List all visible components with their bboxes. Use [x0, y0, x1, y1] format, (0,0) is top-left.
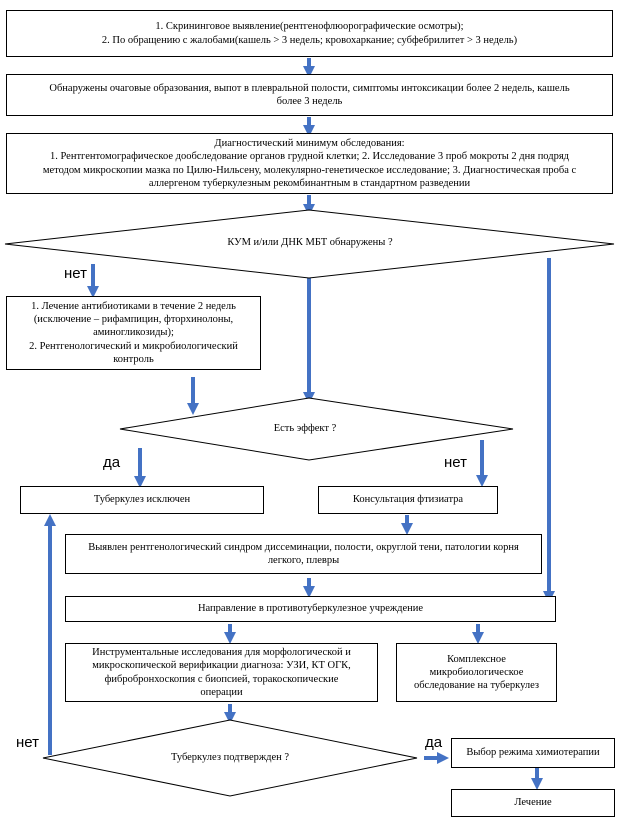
- decision2-diamond: [119, 397, 514, 461]
- xray-syndrome-box: Выявлен рентгенологический синдром диссе…: [65, 534, 542, 574]
- label-yes-decision3: да: [425, 734, 443, 751]
- microbio-text: Комплексное микробиологическое обследова…: [413, 653, 540, 692]
- instrumental-text: Инструментальные исследования для морфол…: [92, 647, 351, 698]
- findings-box: Обнаружены очаговые образования, выпот в…: [6, 74, 613, 116]
- decision1-text: КУМ и/или ДНК МБТ обнаружены ?: [227, 237, 393, 248]
- screening-box: 1. Скрининговое выявление(рентгенофлюоро…: [6, 10, 613, 57]
- referral-text: Направление в противотуберкулезное учреж…: [197, 603, 424, 615]
- tb-excluded-box: Туберкулез исключен: [20, 486, 264, 514]
- antibiotics-box: 1. Лечение антибиотиками в течение 2 нед…: [6, 296, 261, 370]
- label-no-decision3: нет: [16, 734, 39, 751]
- decision3-diamond: [42, 719, 418, 797]
- label-yes-decision2: да: [103, 454, 121, 471]
- antibiotics-line1: 1. Лечение антибиотиками в течение 2 нед…: [31, 301, 236, 313]
- chemo-box: Выбор режима химиотерапии: [451, 738, 615, 768]
- diagnostic-minimum-title: Диагностический минимум обследования:: [214, 138, 405, 150]
- consult-text: Консультация фтизиатра: [352, 494, 464, 506]
- tb-excluded-text: Туберкулез исключен: [93, 494, 191, 506]
- findings-text: Обнаружены очаговые образования, выпот в…: [49, 82, 570, 107]
- treatment-text: Лечение: [514, 797, 552, 809]
- diagnostic-minimum-body: 1. Рентгентомографическое дообследование…: [42, 151, 577, 189]
- screening-line2: 2. По обращению с жалобами(кашель > 3 не…: [101, 34, 518, 46]
- referral-box: Направление в противотуберкулезное учреж…: [65, 596, 556, 622]
- microbio-box: Комплексное микробиологическое обследова…: [396, 643, 557, 702]
- instrumental-box: Инструментальные исследования для морфол…: [65, 643, 378, 702]
- antibiotics-line2: (исключение – рифампицин, фторхинолоны, …: [33, 314, 234, 339]
- consult-box: Консультация фтизиатра: [318, 486, 498, 514]
- screening-line1: 1. Скрининговое выявление(рентгенофлюоро…: [155, 21, 464, 33]
- antibiotics-line3: 2. Рентгенологический и микробиологическ…: [29, 340, 238, 365]
- diagnostic-minimum-box: Диагностический минимум обследования: 1.…: [6, 133, 613, 194]
- treatment-box: Лечение: [451, 789, 615, 817]
- chemo-text: Выбор режима химиотерапии: [466, 747, 600, 759]
- xray-syndrome-text: Выявлен рентгенологический синдром диссе…: [88, 541, 519, 566]
- label-no-decision1: нет: [64, 265, 87, 282]
- decision1-diamond: [4, 209, 615, 279]
- decision3-text: Туберкулез подтвержден ?: [170, 752, 290, 763]
- decision2-text: Есть эффект ?: [273, 423, 337, 434]
- label-no-decision2: нет: [444, 454, 467, 471]
